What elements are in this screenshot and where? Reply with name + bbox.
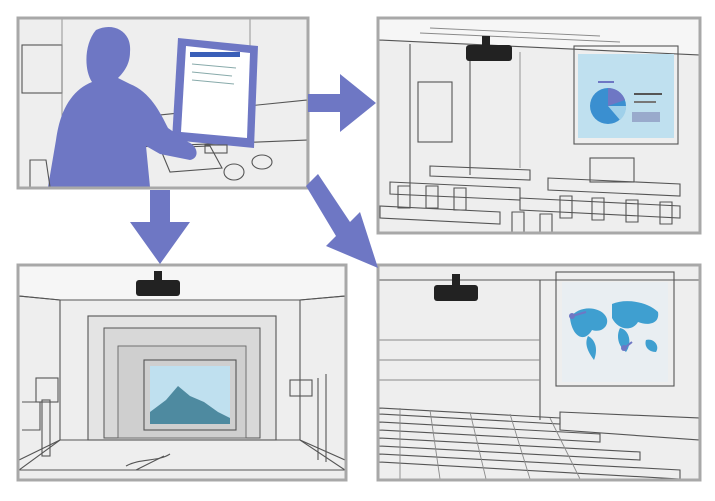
- projection-screen: [573, 45, 679, 145]
- projection-screen: [555, 271, 675, 387]
- arrow-down: [130, 190, 190, 264]
- mountain-image-icon: [150, 386, 230, 424]
- panel-classroom: [376, 16, 702, 235]
- left-lectern: [22, 377, 59, 457]
- projector-icon: [136, 271, 180, 296]
- classroom-desks: [379, 165, 681, 232]
- panel-computer-desk: [16, 16, 310, 190]
- right-stand: [289, 374, 327, 462]
- panel-lecture-hall: [376, 263, 702, 482]
- panel-auditorium-stage: [16, 263, 348, 482]
- arrow-right: [308, 74, 376, 132]
- projection-screen: [143, 359, 237, 431]
- world-map-icon: [569, 301, 659, 360]
- monitor-icon: [172, 38, 258, 154]
- person-silhouette-icon: [48, 26, 197, 187]
- arrow-diagonal: [306, 174, 378, 268]
- lecture-seating: [379, 407, 699, 479]
- pie-chart-icon: [590, 87, 627, 124]
- projector-icon: [466, 36, 512, 61]
- projector-icon: [434, 274, 478, 301]
